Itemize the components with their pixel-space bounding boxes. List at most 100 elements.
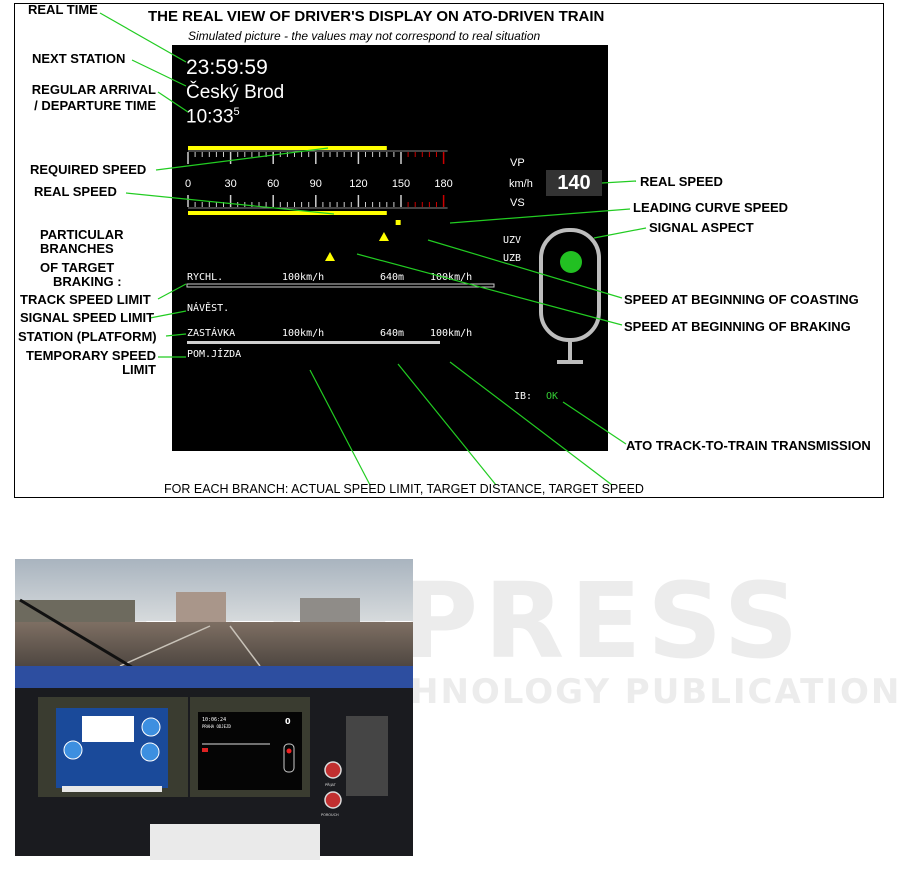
display-arrival-time: 10:335	[186, 106, 240, 128]
photo-rail-1	[119, 625, 211, 667]
label-signal-speed-limit: SIGNAL SPEED LIMIT	[20, 310, 155, 325]
leader-arrival	[157, 91, 189, 113]
arrival-time-value: 10:33	[186, 106, 234, 128]
label-particular-1: PARTICULAR	[40, 227, 124, 242]
branch-speed-limit: 100km/h	[282, 328, 324, 339]
photo-papers	[150, 824, 320, 860]
photo-gauge-2	[63, 740, 83, 760]
photo-gauge-3	[140, 742, 160, 762]
speed-tick-label: 0	[185, 178, 191, 190]
label-particular-4: BRAKING :	[53, 274, 122, 289]
label-temporary-1: TEMPORARY SPEED	[25, 348, 156, 363]
leader-track-limit	[157, 283, 187, 300]
speed-tick-label: 120	[349, 178, 367, 190]
diagram-subtitle: Simulated picture - the values may not c…	[188, 29, 541, 43]
photo-gauge-1	[141, 717, 161, 737]
photo-side-panel	[346, 716, 388, 796]
label-station-platform: STATION (PLATFORM)	[18, 329, 157, 344]
leader-next-station	[131, 59, 187, 87]
branch-target-speed: 100km/h	[430, 272, 472, 283]
label-for-each-branch: FOR EACH BRANCH: ACTUAL SPEED LIMIT, TAR…	[164, 482, 644, 496]
label-real-speed-right: REAL SPEED	[640, 174, 723, 189]
photo-screen-station: PRAHA ODJEZD	[202, 724, 231, 729]
braking-speed-marker	[325, 252, 335, 261]
leader-station	[165, 333, 187, 337]
photo-screen-signal	[283, 743, 295, 773]
leader-real-speed-left	[125, 192, 335, 215]
branch-target-distance: 640m	[380, 328, 404, 339]
label-track-speed-limit: TRACK SPEED LIMIT	[20, 292, 151, 307]
branch-target-distance: 640m	[380, 272, 404, 283]
signal-body	[539, 228, 601, 342]
leader-braking	[356, 253, 623, 326]
speed-tick-label: 60	[267, 178, 279, 190]
cab-photo: 10:06:24 PRAHA ODJEZD 0 PŘIJAT POROUCH	[15, 559, 413, 860]
branch-bar	[186, 283, 495, 288]
branch-name: POM.JÍZDA	[187, 347, 241, 360]
required-speed-bar	[188, 146, 387, 150]
photo-tracks	[15, 622, 413, 666]
display-next-station: Český Brod	[186, 82, 285, 103]
leader-lines	[99, 12, 647, 486]
leader-branch-1	[309, 369, 371, 486]
photo-keyrow	[62, 786, 162, 792]
photo-screen-speed: 0	[285, 717, 291, 726]
branch-speed-limit: 100km/h	[282, 272, 324, 283]
speed-tick-label: 150	[392, 178, 410, 190]
photo-screen-left-inner	[82, 716, 134, 742]
uzb-label: UZB	[503, 253, 521, 264]
speed-tick-label: 90	[310, 178, 322, 190]
leader-branch-2	[397, 363, 497, 486]
leader-required-speed	[155, 147, 329, 171]
photo-screen-red	[202, 748, 208, 752]
label-required-speed: REQUIRED SPEED	[30, 162, 147, 177]
label-coasting: SPEED AT BEGINNING OF COASTING	[624, 292, 859, 307]
photo-screen-right	[198, 712, 302, 790]
real-speed-box	[546, 170, 602, 196]
real-speed-bar	[188, 211, 387, 215]
ib-label: IB:	[514, 391, 532, 402]
leader-branch-3	[449, 361, 613, 486]
signal-lamp	[560, 251, 582, 273]
leading-curve-speed-marker	[395, 220, 401, 225]
diagram-frame	[14, 3, 884, 498]
signal-head	[539, 228, 601, 364]
label-leading-curve-speed: LEADING CURVE SPEED	[633, 200, 789, 215]
leader-coasting	[427, 239, 623, 299]
speed-tick-label: 30	[224, 178, 236, 190]
label-real-time: REAL TIME	[28, 2, 98, 17]
leader-real-speed-right	[601, 180, 637, 184]
label-next-station: NEXT STATION	[32, 51, 126, 66]
leader-real-time	[99, 12, 187, 63]
speed-markers	[325, 220, 401, 261]
photo-screen-signal-lamp	[286, 748, 292, 754]
vs-label: VS	[510, 197, 525, 209]
label-regular-arrival-2: / DEPARTURE TIME	[34, 98, 156, 113]
coasting-speed-marker	[378, 232, 389, 241]
branch-name: RYCHL.	[187, 272, 223, 283]
photo-red-button-1	[324, 761, 342, 779]
photo-button-2-label: POROUCH	[321, 813, 339, 817]
photo-wiper	[19, 598, 141, 674]
label-regular-arrival-1: REGULAR ARRIVAL	[31, 82, 156, 97]
label-temporary-2: LIMIT	[122, 362, 156, 377]
diagram-title: THE REAL VIEW OF DRIVER'S DISPLAY ON ATO…	[148, 8, 605, 25]
leader-curve-speed	[449, 208, 631, 224]
driver-display	[172, 45, 608, 451]
branch-name: ZASTÁVKA	[187, 326, 235, 339]
label-particular-2: BRANCHES	[40, 241, 114, 256]
speed-tick-label: 180	[434, 178, 452, 190]
vp-label: VP	[510, 157, 525, 169]
photo-dash-top	[15, 666, 413, 688]
photo-button-1-label: PŘIJAT	[325, 782, 337, 787]
label-particular-3: OF TARGET	[40, 260, 115, 275]
label-real-speed-left: REAL SPEED	[34, 184, 117, 199]
label-braking: SPEED AT BEGINNING OF BRAKING	[624, 319, 851, 334]
photo-red-button-2	[324, 791, 342, 809]
leader-signal-aspect	[593, 227, 647, 239]
arrival-time-seconds: 5	[233, 106, 240, 118]
branch-bar	[187, 341, 440, 344]
